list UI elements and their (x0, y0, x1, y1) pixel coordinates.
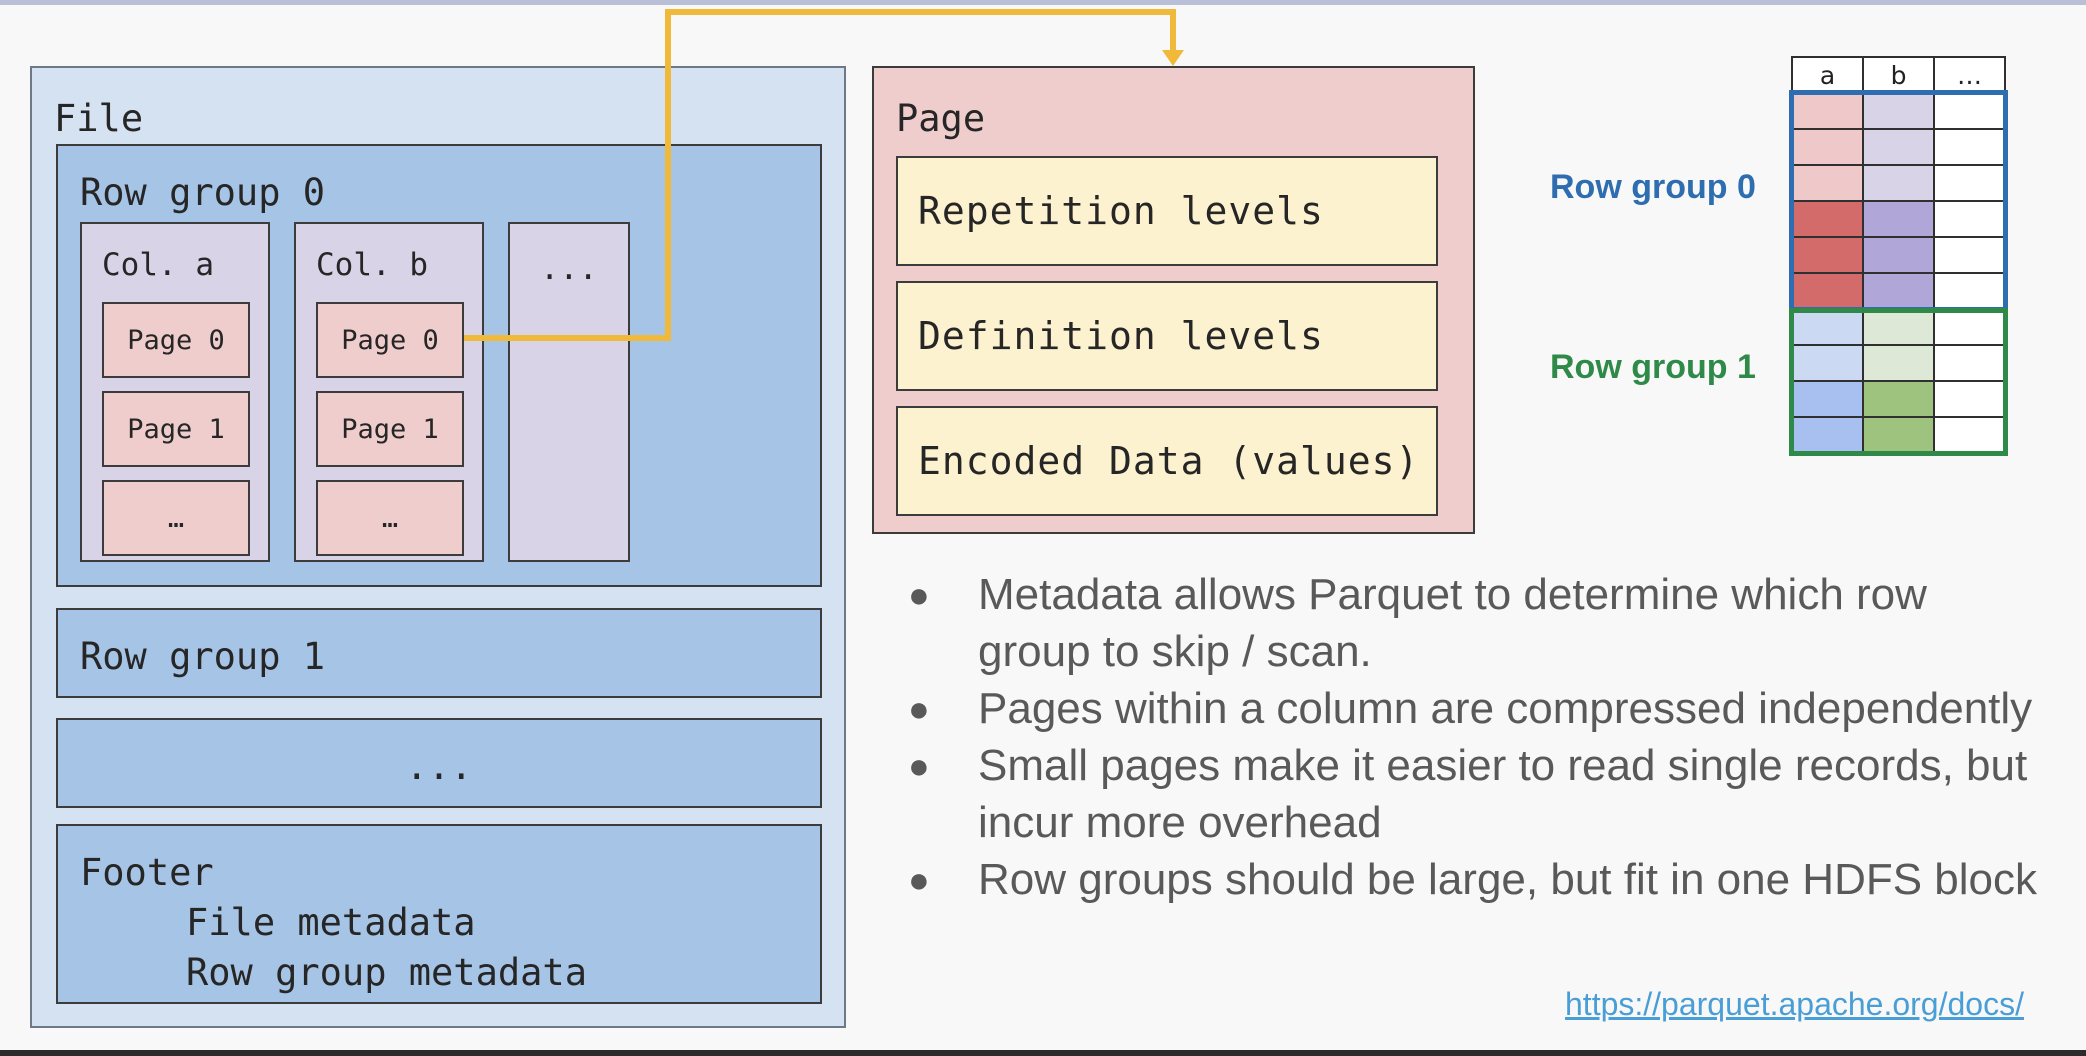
column-a-title: Col. a (102, 247, 214, 283)
footer-file-metadata: File metadata (186, 901, 476, 944)
encoded-data-box: Encoded Data (values) (896, 406, 1438, 516)
repetition-levels-box: Repetition levels (896, 156, 1438, 266)
bullet-text: Small pages make it easier to read singl… (978, 741, 2028, 847)
row-group-1-title: Row group 1 (80, 635, 326, 678)
col-a-page-1: Page 1 (102, 391, 250, 467)
page-box: Page Repetition levels Definition levels… (872, 66, 1475, 534)
grid-cell (1933, 380, 2006, 418)
grid-cell (1933, 200, 2006, 238)
bullet-item: ● Pages within a column are compressed in… (905, 680, 2045, 737)
grid-header-cell: a (1791, 56, 1864, 94)
bullet-item: ● Row groups should be large, but fit in … (905, 851, 2045, 908)
bullet-dot-icon: ● (908, 745, 930, 786)
bullet-list: ● Metadata allows Parquet to determine wh… (905, 566, 2045, 908)
col-a-page-0: Page 0 (102, 302, 250, 378)
bullet-dot-icon: ● (908, 574, 930, 615)
footer-row-group-metadata: Row group metadata (186, 951, 587, 994)
top-border (0, 0, 2086, 5)
grid-row-group-0-outline (1789, 90, 2008, 312)
file-title: File (54, 97, 144, 140)
definition-levels-box: Definition levels (896, 281, 1438, 391)
grid-cell (1791, 164, 1864, 202)
grid-row-group-1-outline (1789, 308, 2008, 456)
bullet-text: Pages within a column are compressed ind… (978, 684, 2033, 733)
row-group-1-box: Row group 1 (56, 608, 822, 698)
grid-row-group-1-label: Row group 1 (1550, 348, 1756, 386)
bullet-text: Metadata allows Parquet to determine whi… (978, 570, 1927, 676)
col-b-page-1: Page 1 (316, 391, 464, 467)
row-group-0-box: Row group 0 Col. a Page 0 Page 1 … Col. … (56, 144, 822, 587)
bullet-item: ● Small pages make it easier to read sing… (905, 737, 2045, 851)
bullet-dot-icon: ● (908, 688, 930, 729)
bottom-border (0, 1050, 2086, 1056)
grid-cell (1862, 236, 1935, 274)
column-b-box: Col. b Page 0 Page 1 … (294, 222, 484, 562)
col-a-page-more: … (102, 480, 250, 556)
row-group-more-box: ... (56, 718, 822, 808)
bullet-dot-icon: ● (908, 859, 930, 900)
col-b-page-more: … (316, 480, 464, 556)
row-group-more-label: ... (405, 745, 473, 788)
footer-box: Footer File metadata Row group metadata (56, 824, 822, 1004)
column-a-box: Col. a Page 0 Page 1 … (80, 222, 270, 562)
page-title: Page (896, 97, 986, 140)
grid-cell (1933, 344, 2006, 382)
grid-header-cell: … (1933, 56, 2006, 94)
parquet-docs-link[interactable]: https://parquet.apache.org/docs/ (1565, 986, 2024, 1022)
footer-title: Footer (80, 851, 214, 894)
column-more-box: ... (508, 222, 630, 562)
col-b-page-0: Page 0 (316, 302, 464, 378)
column-more-label: ... (540, 249, 598, 287)
column-b-title: Col. b (316, 247, 428, 283)
bullet-text: Row groups should be large, but fit in o… (978, 855, 2038, 904)
grid-header-cell: b (1862, 56, 1935, 94)
bullet-item: ● Metadata allows Parquet to determine wh… (905, 566, 2045, 680)
file-box: File Row group 0 Col. a Page 0 Page 1 … … (30, 66, 846, 1028)
row-group-0-title: Row group 0 (80, 171, 326, 214)
grid-row-group-0-label: Row group 0 (1550, 168, 1756, 206)
